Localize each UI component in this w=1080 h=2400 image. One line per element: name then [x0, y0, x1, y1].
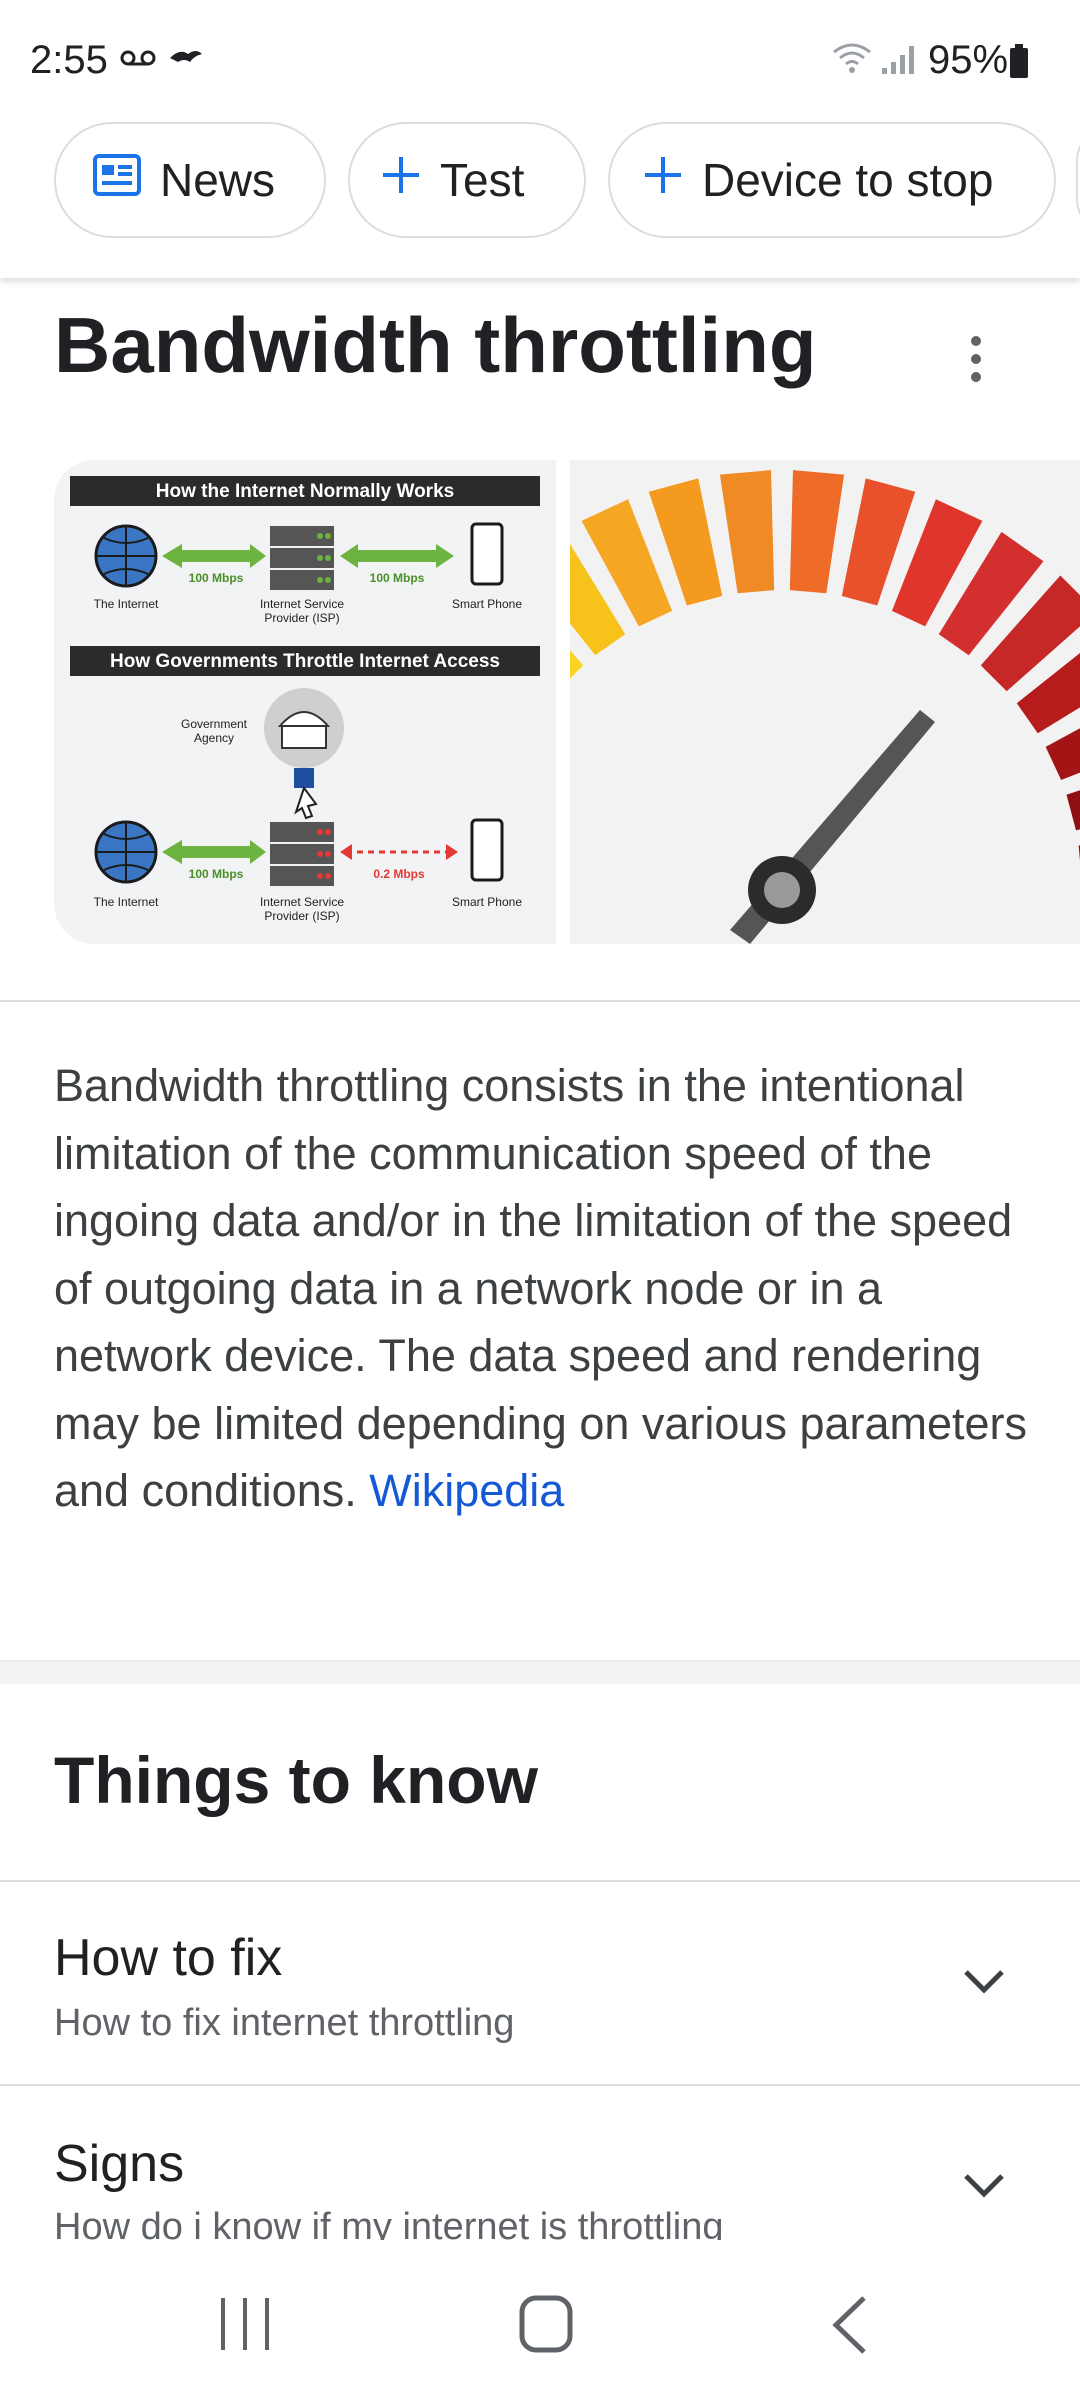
cursor-hand-icon — [294, 785, 318, 820]
wifi-icon — [830, 40, 874, 79]
smartphone-icon — [470, 818, 504, 882]
chip-device-to-stop[interactable]: Device to stop — [608, 122, 1056, 238]
gauge-segment — [719, 470, 775, 594]
label-isp: Internet Service — [260, 895, 344, 909]
gauge-segment — [648, 478, 723, 606]
chip-news[interactable]: News — [54, 122, 326, 238]
infographic-header-normal: How the Internet Normally Works — [156, 481, 454, 502]
more-options-icon[interactable] — [962, 334, 990, 384]
gauge-segment — [938, 531, 1044, 656]
gauge-segment — [570, 650, 584, 679]
label-government: Agency — [194, 731, 234, 745]
label-phone: Smart Phone — [452, 895, 522, 909]
gauge-segment — [581, 499, 673, 627]
back-icon[interactable] — [830, 2294, 870, 2361]
label-isp: Provider (ISP) — [264, 611, 339, 625]
battery-icon — [1008, 44, 1030, 83]
control-box — [294, 768, 314, 788]
faq-subtitle: How do i know if my internet is throttli… — [54, 2206, 724, 2240]
label-internet: The Internet — [94, 895, 159, 909]
gauge-segment — [1016, 652, 1080, 734]
gauge-segment — [1045, 728, 1080, 781]
system-navigation-bar — [0, 2240, 1080, 2400]
plus-icon — [642, 153, 684, 207]
speed-label: 100 Mbps — [370, 571, 425, 585]
chevron-down-icon[interactable] — [962, 1966, 1006, 1996]
server-icon — [270, 822, 334, 842]
wikipedia-link[interactable]: Wikipedia — [369, 1465, 565, 1516]
faq-subtitle: How to fix internet throttling — [54, 2002, 515, 2044]
chip-label: Test — [440, 154, 525, 206]
description: Bandwidth throttling consists in the int… — [54, 1052, 1044, 1525]
smartphone-icon — [470, 522, 504, 586]
throttled-speed-label: 0.2 Mbps — [373, 867, 425, 881]
divider — [0, 2084, 1080, 2086]
faq-title: Signs — [54, 2135, 185, 2193]
gauge-segment — [789, 470, 845, 594]
speed-label: 100 Mbps — [189, 867, 244, 881]
infographic-header-throttle: How Governments Throttle Internet Access — [110, 651, 500, 672]
divider — [0, 1880, 1080, 1882]
section-separator — [0, 1660, 1080, 1684]
signal-icon — [880, 42, 920, 81]
server-icon — [270, 526, 334, 546]
speedometer-image[interactable] — [570, 460, 1080, 944]
label-phone: Smart Phone — [452, 597, 522, 611]
chip-label: Device to stop — [702, 154, 994, 206]
label-isp: Internet Service — [260, 597, 344, 611]
home-icon[interactable] — [518, 2294, 574, 2359]
chip-overflow[interactable] — [1076, 122, 1080, 238]
description-text: Bandwidth throttling consists in the int… — [54, 1060, 1028, 1516]
gauge-segment — [891, 499, 983, 627]
gauge-segment — [841, 478, 916, 606]
news-icon — [92, 153, 142, 208]
label-internet: The Internet — [94, 597, 159, 611]
voicemail-icon — [120, 48, 156, 73]
recents-icon[interactable] — [218, 2296, 272, 2357]
gauge-segment — [1066, 790, 1080, 831]
speedometer-graphic — [570, 470, 1080, 944]
chip-label: News — [160, 154, 276, 206]
label-government: Government — [181, 717, 248, 731]
bird-icon — [168, 46, 204, 73]
status-time: 2:55 — [30, 38, 108, 82]
chip-test[interactable]: Test — [348, 122, 586, 238]
gauge-segment — [570, 544, 626, 656]
status-bar: 2:55 95% — [0, 0, 1080, 120]
suggestion-chips: News Test Device to stop — [0, 120, 1080, 278]
speed-label: 100 Mbps — [189, 571, 244, 585]
divider — [0, 1000, 1080, 1002]
faq-title: How to fix — [54, 1929, 283, 1987]
page-title: Bandwidth throttling — [54, 301, 817, 389]
label-isp: Provider (ISP) — [264, 909, 339, 923]
battery-percent: 95% — [928, 38, 1009, 82]
things-to-know-heading: Things to know — [54, 1743, 538, 1817]
throttling-infographic-image[interactable]: How the Internet Normally Works 100 Mbps… — [54, 460, 556, 944]
gauge-segment — [980, 575, 1080, 692]
plus-icon — [380, 153, 422, 207]
chevron-down-icon[interactable] — [962, 2170, 1006, 2200]
